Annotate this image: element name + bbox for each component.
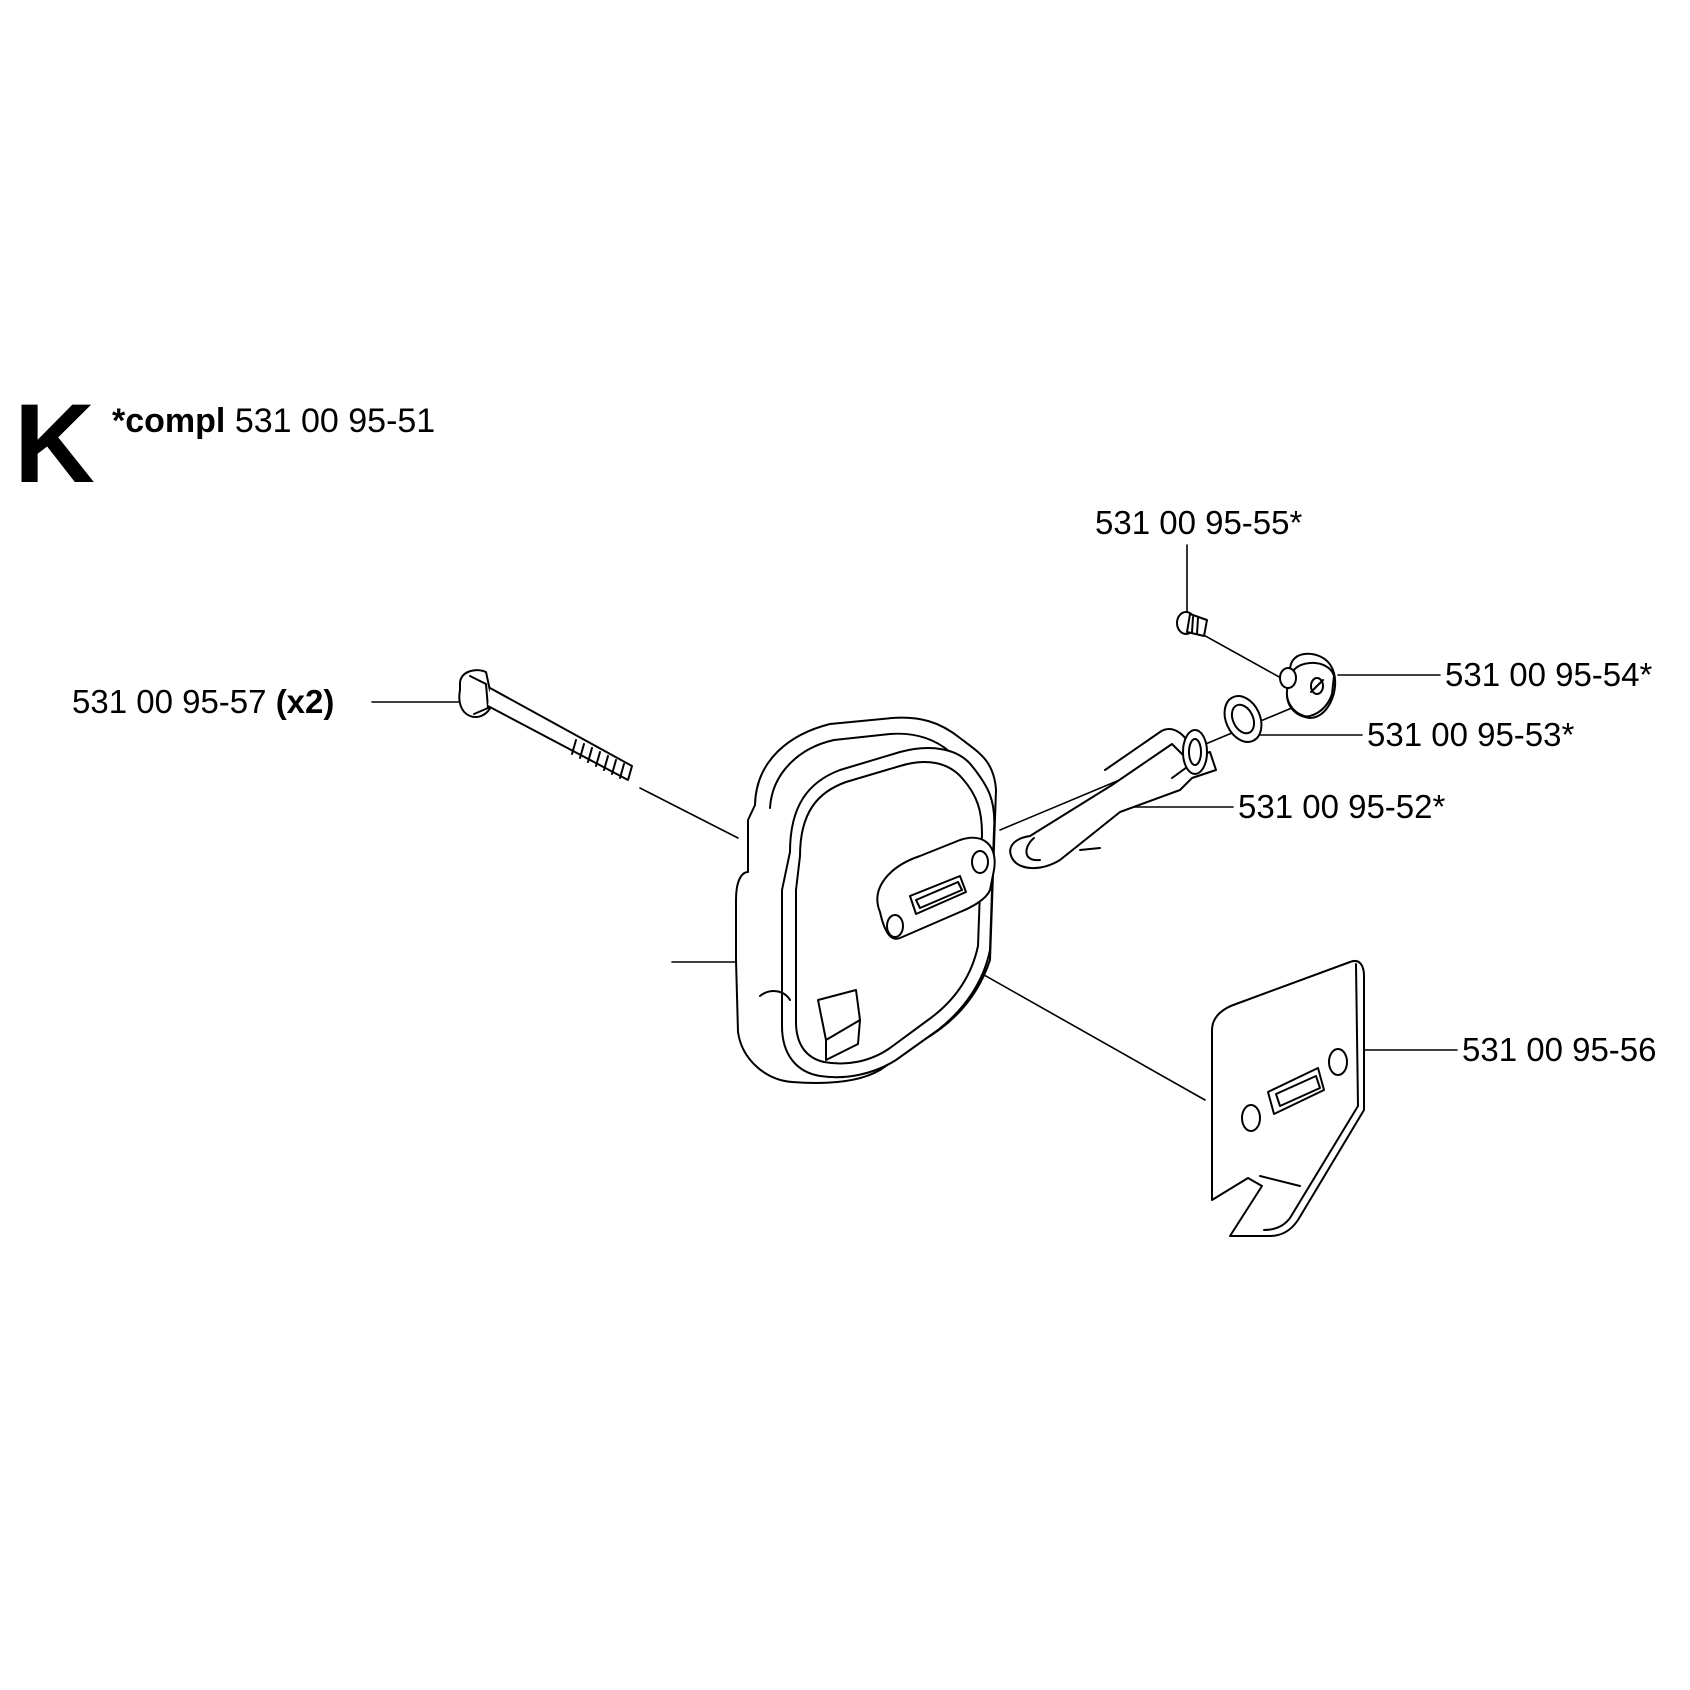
- bolt-part: [459, 670, 632, 780]
- callout-531-00-95-57: 531 00 95-57 (x2): [72, 685, 334, 718]
- muffler-hole-left: [887, 915, 903, 937]
- bolt-thread: [572, 740, 624, 778]
- callout-531-00-95-52: 531 00 95-52*: [1238, 788, 1446, 825]
- assembly-part-number: *compl 531 00 95-51: [112, 404, 435, 438]
- section-letter: K: [14, 381, 95, 506]
- gasket-hole-left: [1242, 1105, 1260, 1131]
- callout-57-number: 531 00 95-57: [72, 683, 267, 720]
- axis-bolt: [640, 788, 738, 838]
- axis-screw: [1200, 633, 1290, 683]
- washer-part: [1217, 690, 1268, 748]
- gasket-plate-part: [1212, 961, 1364, 1236]
- assembly-prefix: *compl: [112, 402, 226, 440]
- exhaust-pipe-part: [1010, 729, 1216, 868]
- muffler-port-plate: [877, 838, 994, 939]
- callout-531-00-95-55: 531 00 95-55*: [1095, 504, 1303, 541]
- gasket-port: [1268, 1068, 1324, 1114]
- callout-531-00-95-54: 531 00 95-54*: [1445, 656, 1653, 693]
- screw-part: [1177, 612, 1207, 636]
- muffler-port: [910, 876, 966, 914]
- leader-lines: [372, 545, 1457, 1100]
- assembly-number: 531 00 95-51: [234, 402, 436, 440]
- gasket-hole-right: [1329, 1049, 1347, 1075]
- muffler-inner-back: [770, 734, 950, 808]
- muffler-hole-right: [972, 851, 988, 873]
- muffler-part: [736, 718, 996, 1083]
- muffler-flange-inner: [796, 762, 982, 1063]
- deflector-cap-part: [1280, 654, 1335, 718]
- callout-531-00-95-53: 531 00 95-53*: [1367, 716, 1575, 753]
- callout-57-qty: (x2): [275, 683, 335, 720]
- callout-531-00-95-56: 531 00 95-56: [1462, 1031, 1657, 1068]
